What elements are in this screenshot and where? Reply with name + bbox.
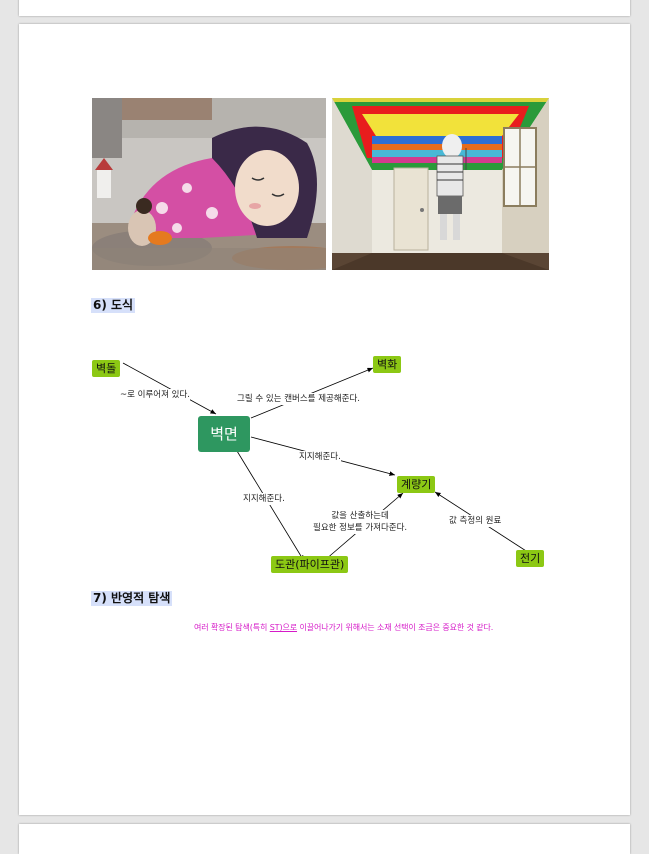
edge-label-pipe-meter-line1: 값을 산출하는데 <box>331 511 389 521</box>
edge-label-pipe-meter: 값을 산출하는데 필요한 정보를 가져다준다. <box>313 510 408 534</box>
node-electric: 전기 <box>516 550 545 567</box>
note-part-2: ST)으로 <box>269 623 298 632</box>
node-brick: 벽돌 <box>92 360 121 377</box>
note-part-1: 여러 확장된 탐색(특히 <box>194 623 270 632</box>
note-part-3: 이끌어나가기 위해서는 소재 선택이 조금은 중요한 것 같다. <box>297 623 494 632</box>
next-page <box>19 824 630 854</box>
edge-label-brick-center: ~로 이루어져 있다. <box>120 389 190 401</box>
document-page: 6) 도식 벽돌 벽화 벽면 계량기 도관(파이프관) 전기 ~로 이루어져 있… <box>19 24 630 815</box>
section-7-heading: 7) 반영적 탐색 <box>91 591 173 606</box>
edge-label-electric-meter: 값 측정의 원료 <box>449 515 502 527</box>
edge-label-center-meter: 지지해준다. <box>299 451 341 463</box>
edge-brick-center <box>122 362 217 415</box>
edge-label-pipe-meter-line2: 필요한 정보를 가져다준다. <box>313 523 408 533</box>
edge-center-pipe <box>236 450 305 562</box>
reflective-note: 여러 확장된 탐색(특히 ST)으로 이끌어나가기 위해서는 소재 선택이 조금… <box>194 622 493 633</box>
concept-diagram: 벽돌 벽화 벽면 계량기 도관(파이프관) 전기 ~로 이루어져 있다. 그릴 … <box>79 334 559 579</box>
node-meter: 계량기 <box>397 476 436 493</box>
edge-label-center-mural: 그릴 수 있는 캔버스를 제공해준다. <box>237 393 360 405</box>
previous-page <box>19 0 630 16</box>
node-center: 벽면 <box>198 416 250 452</box>
edge-label-center-pipe: 지지해준다. <box>243 493 285 505</box>
node-mural: 벽화 <box>373 356 402 373</box>
section-6-heading: 6) 도식 <box>91 298 136 313</box>
street-mural-photo <box>92 98 326 270</box>
node-pipe: 도관(파이프관) <box>271 556 349 573</box>
room-mural-photo <box>332 98 549 270</box>
